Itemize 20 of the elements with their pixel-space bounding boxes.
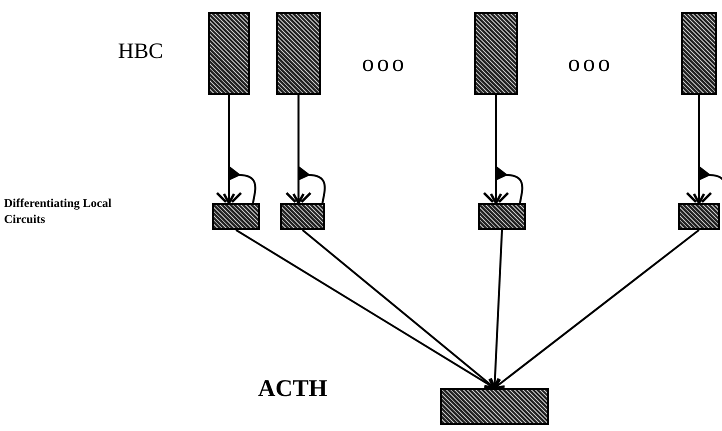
neuron-block (474, 12, 518, 95)
row-label: HBC (118, 37, 164, 65)
neuron-block (681, 12, 717, 95)
row-label: ACTH (258, 375, 328, 404)
synapse-arrow (686, 95, 722, 204)
output-block (440, 388, 549, 425)
ellipsis: ooo (568, 50, 614, 79)
circuit-block (678, 203, 720, 230)
neuron-block (276, 12, 321, 95)
circuit-block (212, 203, 260, 230)
arrow (493, 229, 700, 390)
synapse-arrow (482, 95, 524, 204)
circuit-block (478, 203, 526, 230)
synapse-arrow (285, 95, 326, 204)
ellipsis: ooo (362, 50, 408, 79)
row-label: Differentiating Local Circuits (4, 195, 112, 227)
synapse-arrow (216, 95, 256, 204)
neuron-block (208, 12, 250, 95)
circuit-block (280, 203, 325, 230)
arrow (302, 229, 496, 390)
